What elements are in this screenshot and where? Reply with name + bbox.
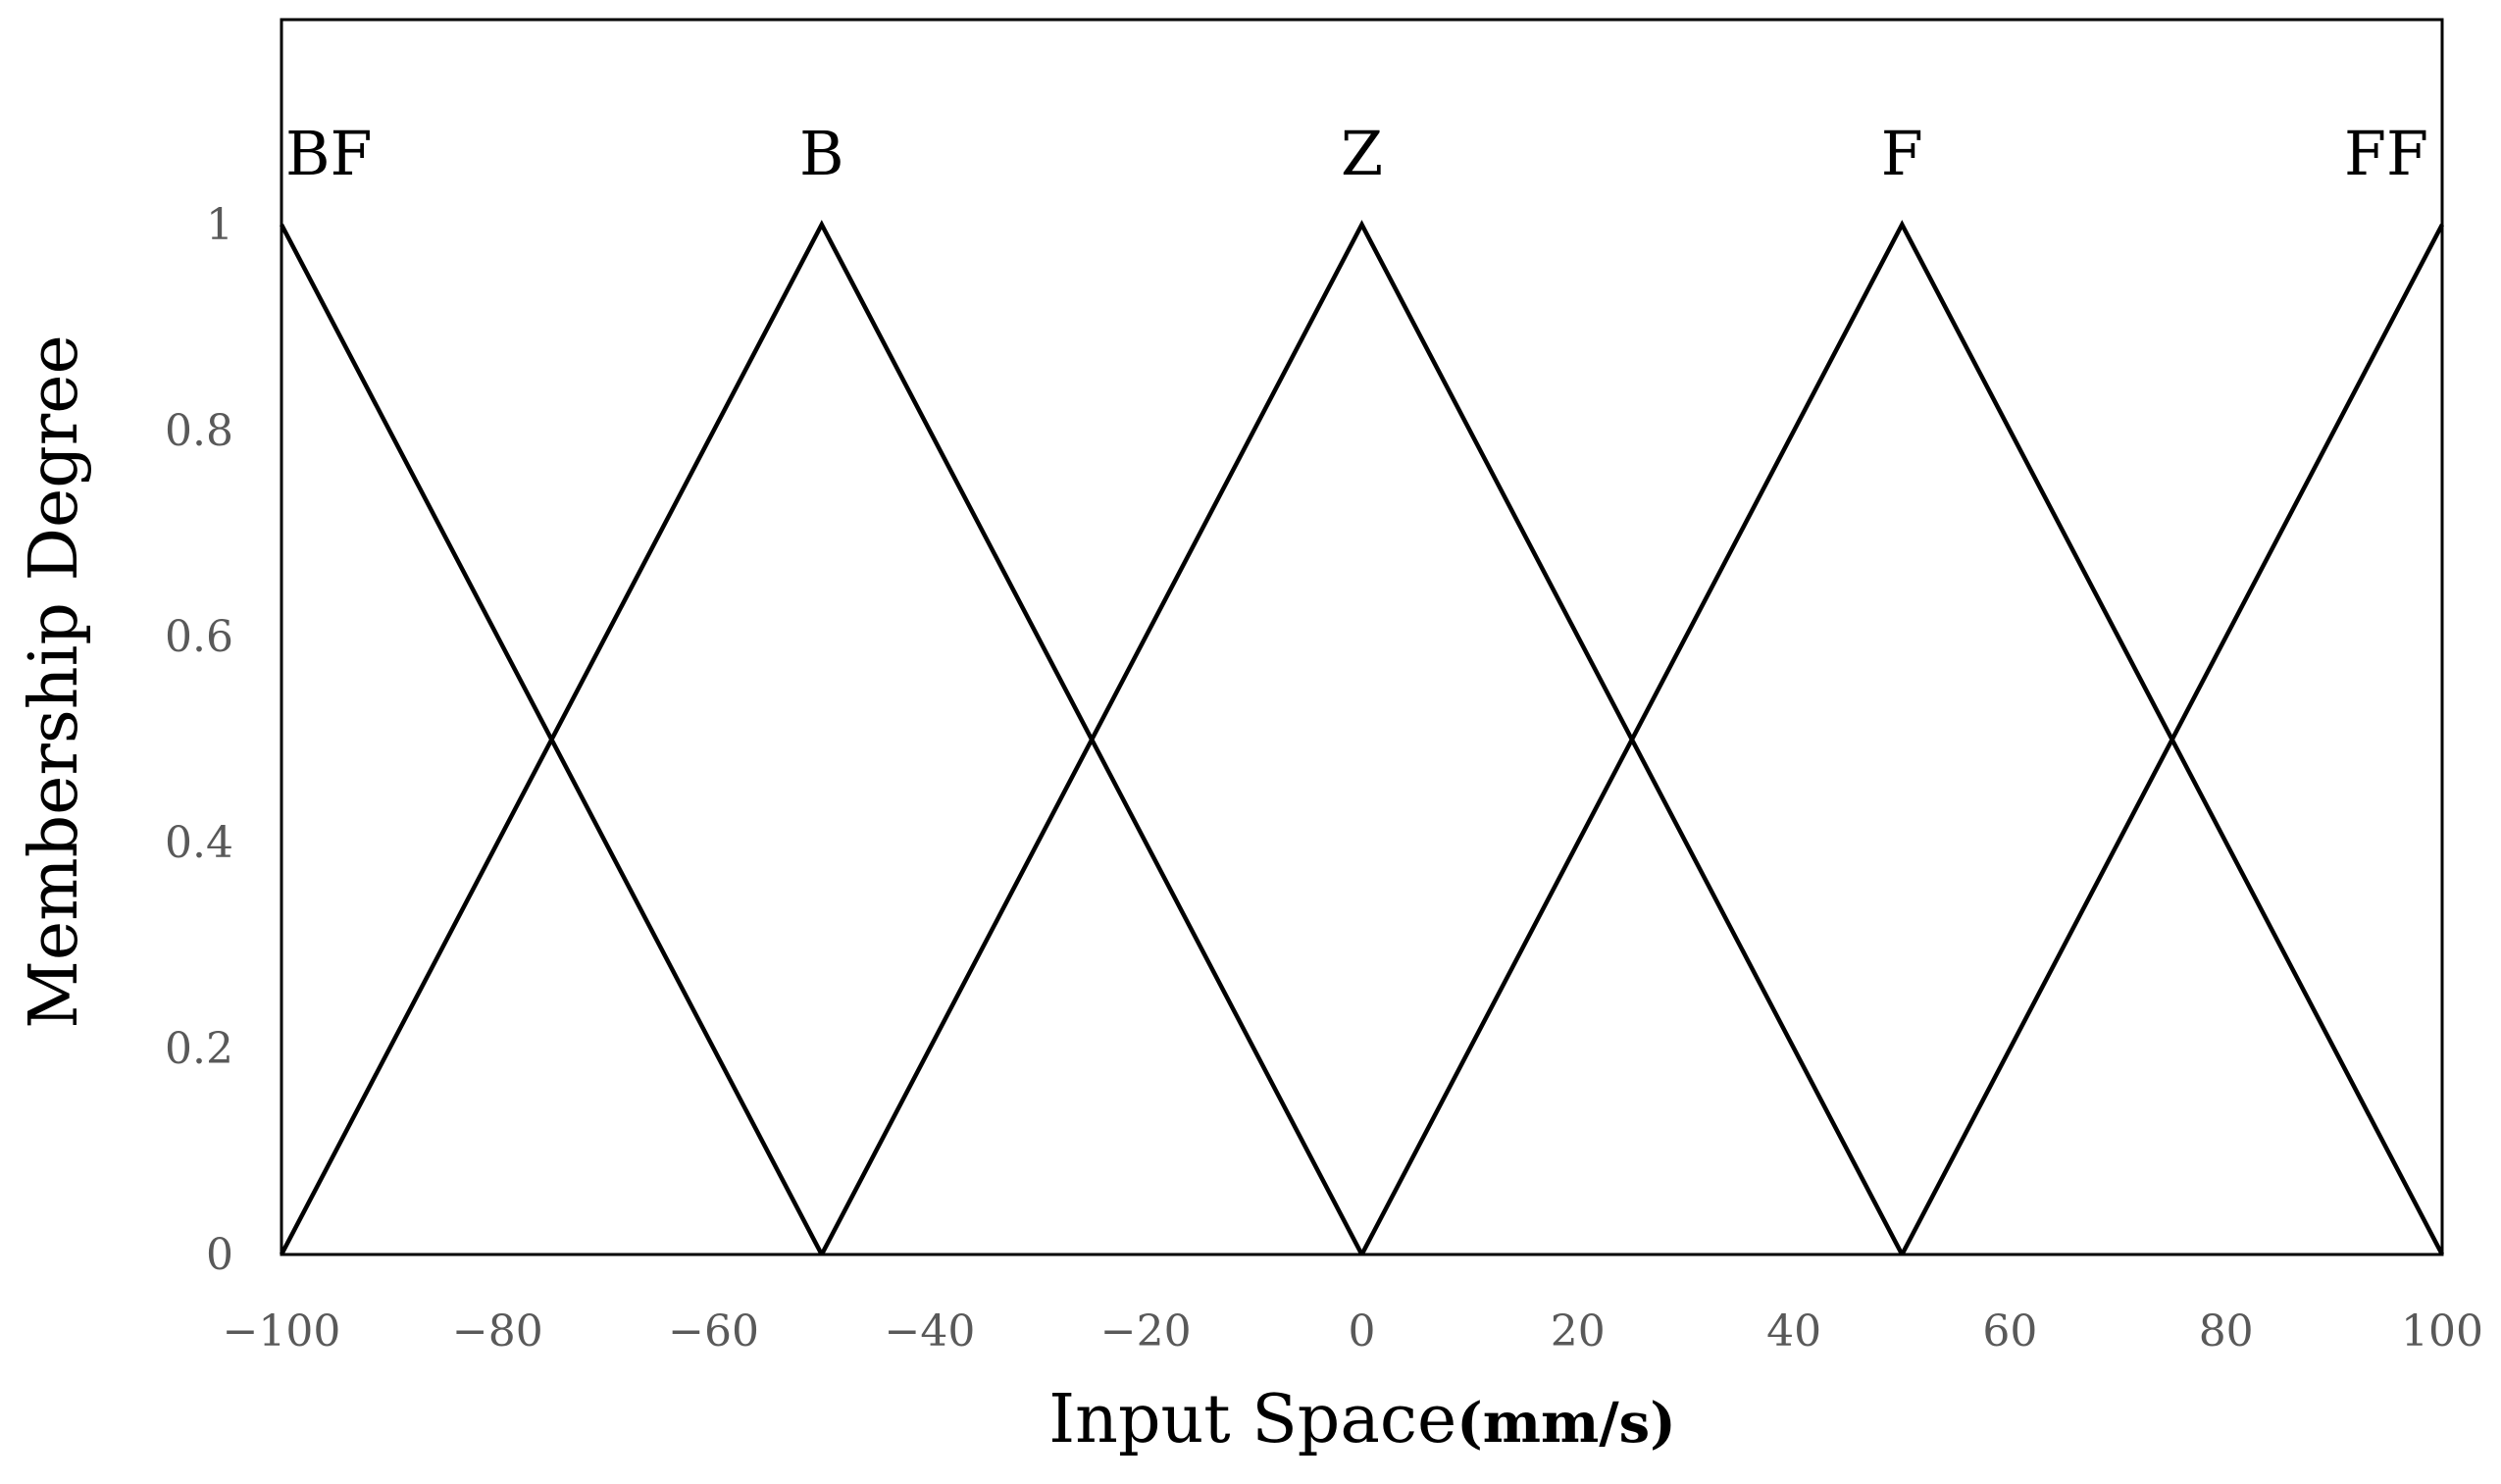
- series-line-f: [1359, 220, 2444, 1256]
- y-tick-label: 0.2: [165, 1024, 233, 1074]
- series-label-ff: FF: [2344, 118, 2428, 189]
- series-label-z: Z: [1341, 118, 1383, 189]
- x-tick-label: 40: [1766, 1306, 1821, 1356]
- series-layer: [280, 220, 2444, 1256]
- x-tick-label: −60: [668, 1306, 759, 1356]
- x-axis-label: Input Space: [1048, 1381, 1456, 1458]
- x-tick-label: 80: [2199, 1306, 2254, 1356]
- series-line-z: [819, 220, 1905, 1256]
- series-line-b: [280, 220, 1364, 1256]
- x-tick-label: −40: [884, 1306, 975, 1356]
- x-tick-label: 100: [2401, 1306, 2483, 1356]
- y-tick-label: 0.6: [165, 612, 233, 662]
- y-tick-label: 1: [206, 200, 233, 250]
- x-tick-label: −100: [223, 1306, 341, 1356]
- y-tick-label: 0.4: [165, 818, 233, 868]
- x-tick-label: 0: [1349, 1306, 1376, 1356]
- y-axis-title: Membership Degree: [16, 334, 93, 1029]
- y-tick-label: 0.8: [165, 406, 233, 456]
- series-label-bf: BF: [285, 118, 373, 189]
- x-tick-label: −80: [452, 1306, 543, 1356]
- y-tick-labels: 0 0.2 0.4 0.6 0.8 1: [165, 200, 233, 1280]
- x-tick-labels: −100 −80 −60 −40 −20 0 20 40 60 80 100: [223, 1306, 2483, 1356]
- x-axis-unit: (mm/s): [1456, 1391, 1675, 1456]
- series-label-b: B: [799, 118, 844, 189]
- series-label-f: F: [1881, 118, 1923, 189]
- x-tick-label: −20: [1100, 1306, 1192, 1356]
- series-line-ff: [1900, 223, 2444, 1256]
- x-tick-label: 60: [1982, 1306, 2037, 1356]
- x-tick-label: 20: [1551, 1306, 1606, 1356]
- x-axis-title: Input Space(mm/s): [1048, 1381, 1675, 1458]
- y-tick-label: 0: [206, 1230, 233, 1280]
